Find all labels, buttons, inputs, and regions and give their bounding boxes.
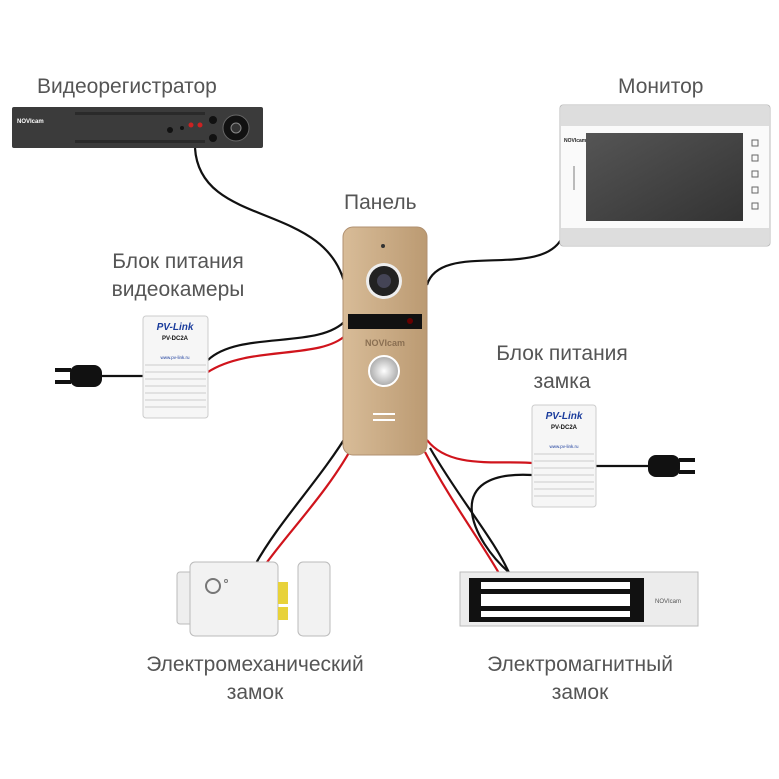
lock-psu-label: Блок питания замка (482, 340, 642, 396)
panel-logo: NOVIcam (365, 338, 405, 348)
door-panel: NOVIcam (342, 226, 428, 456)
mag-lock-label-line2: замок (551, 681, 609, 704)
power-plug-left-icon (55, 365, 102, 387)
em-lock-wire-red (264, 439, 357, 566)
em-lock-wire-black (254, 429, 351, 566)
psu-url: www.pv-link.ru (549, 444, 579, 449)
em-lock-label: Электромеханический замок (125, 651, 385, 707)
monitor-wire (425, 237, 563, 286)
lock-psu-label-line1: Блок питания (496, 342, 628, 365)
em-lock-label-line1: Электромеханический (146, 653, 364, 676)
electromechanical-lock-device (176, 561, 331, 637)
camera-psu-wire-red (207, 334, 347, 373)
psu-url: www.pv-link.ru (160, 355, 190, 360)
dvr-device: NOVIcam (12, 107, 263, 148)
wires (100, 147, 650, 576)
lock-psu-wire-red (426, 439, 533, 465)
dvr-wire (193, 147, 348, 291)
electromagnetic-lock-device: NOVIcam (459, 571, 699, 627)
mag-lock-label-line1: Электромагнитный (487, 653, 673, 676)
lock-psu-device: PV-Link PV-DC2A www.pv-link.ru (531, 404, 597, 508)
call-button (368, 355, 400, 387)
maglock-logo: NOVIcam (655, 599, 681, 605)
mag-lock-wire-red (424, 451, 501, 576)
camera-psu-label: Блок питания видеокамеры (98, 248, 258, 304)
psu-brand: PV-Link (157, 322, 194, 333)
monitor-device: NOVIcam (559, 104, 771, 247)
camera-psu-wire-black (207, 319, 347, 361)
monitor-label: Монитор (618, 75, 704, 98)
camera-psu-label-line1: Блок питания (112, 250, 244, 273)
monitor-logo: NOVIcam (564, 138, 587, 144)
power-plug-right-icon (648, 455, 695, 477)
mag-lock-label: Электромагнитный замок (460, 651, 700, 707)
psu-brand: PV-Link (546, 411, 583, 422)
panel-label: Панель (344, 191, 417, 214)
camera-psu-label-line2: видеокамеры (111, 278, 245, 301)
em-lock-label-line2: замок (226, 681, 284, 704)
camera-psu-device: PV-Link PV-DC2A www.pv-link.ru (142, 315, 209, 419)
lock-psu-label-line2: замка (533, 370, 591, 393)
dvr-label: Видеорегистратор (37, 75, 217, 98)
psu-model: PV-DC2A (162, 336, 189, 342)
lock-psu-wire-black (470, 473, 533, 576)
psu-model: PV-DC2A (551, 425, 578, 431)
dvr-logo: NOVIcam (17, 119, 44, 125)
mag-lock-wire-black (429, 447, 512, 576)
